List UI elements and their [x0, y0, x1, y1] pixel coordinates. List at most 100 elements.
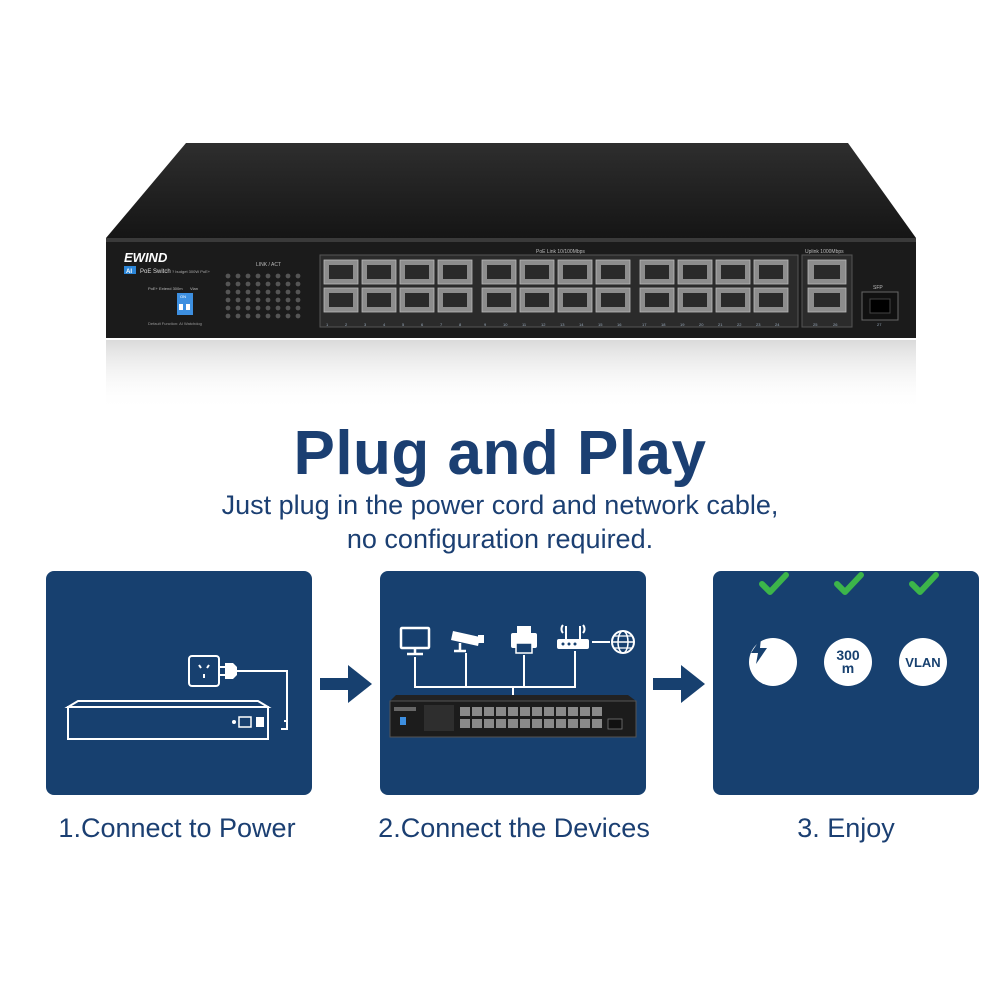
led-dot	[235, 297, 241, 303]
monitor-icon	[399, 626, 431, 656]
port-number: 13	[560, 322, 565, 327]
led-dot	[285, 313, 291, 319]
mini-port	[580, 719, 590, 728]
led-dot	[275, 305, 281, 311]
poe-ports-header: PoE Link 10/100Mbps	[536, 249, 585, 255]
led-dot	[275, 297, 281, 303]
rj45-port-socket	[487, 293, 511, 307]
mini-port	[508, 719, 518, 728]
led-dot	[285, 273, 291, 279]
led-dot	[285, 305, 291, 311]
uplink-port-socket	[814, 265, 840, 279]
led-header: LINK / ACT	[256, 262, 281, 268]
led-dot	[295, 305, 301, 311]
mini-port	[472, 719, 482, 728]
poe-switch-illustration: EWIND AI PoE Switch ? budget 300W PoE+ P…	[106, 143, 916, 410]
mini-port	[460, 707, 470, 716]
subtitle-line-2: no configuration required.	[346, 524, 654, 554]
rj45-port-socket	[645, 265, 669, 279]
mini-port	[532, 719, 542, 728]
rj45-port-socket	[683, 293, 707, 307]
mini-port	[460, 719, 470, 728]
model-badge: AI	[126, 269, 132, 275]
port-number: 10	[503, 322, 508, 327]
mini-port	[484, 719, 494, 728]
step-3-caption: 3. Enjoy	[797, 813, 895, 843]
port-number: 11	[522, 322, 527, 327]
led-dot	[275, 281, 281, 287]
mini-port	[580, 707, 590, 716]
port-number: 20	[699, 322, 704, 327]
brand-logo: EWIND	[124, 250, 168, 265]
globe-icon	[611, 630, 635, 654]
led-indicators	[225, 273, 301, 319]
led-dot	[265, 313, 271, 319]
page-title: Plug and Play	[293, 419, 707, 488]
step-3-card: 300 m VLAN	[713, 571, 979, 795]
rj45-port-socket	[759, 293, 783, 307]
arrow-right-icon	[653, 665, 705, 703]
mini-port	[484, 707, 494, 716]
step-2-card	[380, 571, 646, 795]
check-icon	[759, 572, 789, 595]
led-dot	[245, 305, 251, 311]
mini-port	[520, 707, 530, 716]
port-number: 16	[617, 322, 622, 327]
led-dot	[285, 281, 291, 287]
port-number: 5	[402, 322, 405, 327]
connect-power-illustration	[64, 655, 288, 740]
led-dot	[295, 281, 301, 287]
product-image: EWIND AI PoE Switch ? budget 300W PoE+ P…	[0, 0, 1000, 420]
rj45-ports	[323, 259, 789, 313]
distance-value: 300	[836, 647, 860, 663]
step-2-caption: 2.Connect the Devices	[378, 813, 650, 843]
check-icon	[834, 572, 864, 595]
router-icon	[557, 624, 589, 649]
mini-port	[556, 719, 566, 728]
port-number: 17	[642, 322, 647, 327]
rj45-port-socket	[487, 265, 511, 279]
port-number: 19	[680, 322, 685, 327]
lightning-icon	[751, 638, 767, 664]
default-function-label: Default Function: AI Watchdog	[148, 321, 202, 326]
subtitle-line-1: Just plug in the power cord and network …	[221, 490, 779, 520]
camera-icon	[451, 631, 484, 653]
vlan-badge: VLAN	[899, 638, 947, 686]
led-dot	[225, 273, 231, 279]
led-dot	[245, 289, 251, 295]
uplink-port-socket	[814, 293, 840, 307]
led-dot	[245, 297, 251, 303]
led-dot	[265, 289, 271, 295]
poe-power-badge	[749, 638, 797, 686]
port-number: 7	[440, 322, 443, 327]
port-number: 15	[598, 322, 603, 327]
rj45-port-socket	[601, 293, 625, 307]
printer-icon	[511, 626, 537, 654]
dip-on-label: ON	[180, 294, 186, 299]
led-dot	[295, 273, 301, 279]
mini-port	[508, 707, 518, 716]
led-dot	[295, 289, 301, 295]
power-socket-icon	[188, 655, 220, 687]
led-dot	[275, 273, 281, 279]
rj45-port-socket	[563, 265, 587, 279]
led-dot	[265, 281, 271, 287]
port-number: 9	[484, 322, 487, 327]
page-subtitle: Just plug in the power cord and network …	[0, 488, 1000, 556]
led-dot	[295, 313, 301, 319]
mini-uplink-port	[592, 707, 602, 716]
led-dot	[285, 289, 291, 295]
rj45-port-socket	[525, 265, 549, 279]
port-number: 14	[579, 322, 584, 327]
rj45-port-socket	[525, 293, 549, 307]
rj45-port-socket	[721, 265, 745, 279]
mini-port	[544, 707, 554, 716]
sfp-number: 27	[877, 322, 882, 327]
led-dot	[225, 297, 231, 303]
mini-port	[496, 719, 506, 728]
led-dot	[235, 289, 241, 295]
budget-text: ? budget 300W PoE+	[172, 269, 211, 274]
switch-outline	[64, 700, 272, 740]
switch-reflection	[106, 340, 916, 410]
rj45-port-socket	[443, 293, 467, 307]
